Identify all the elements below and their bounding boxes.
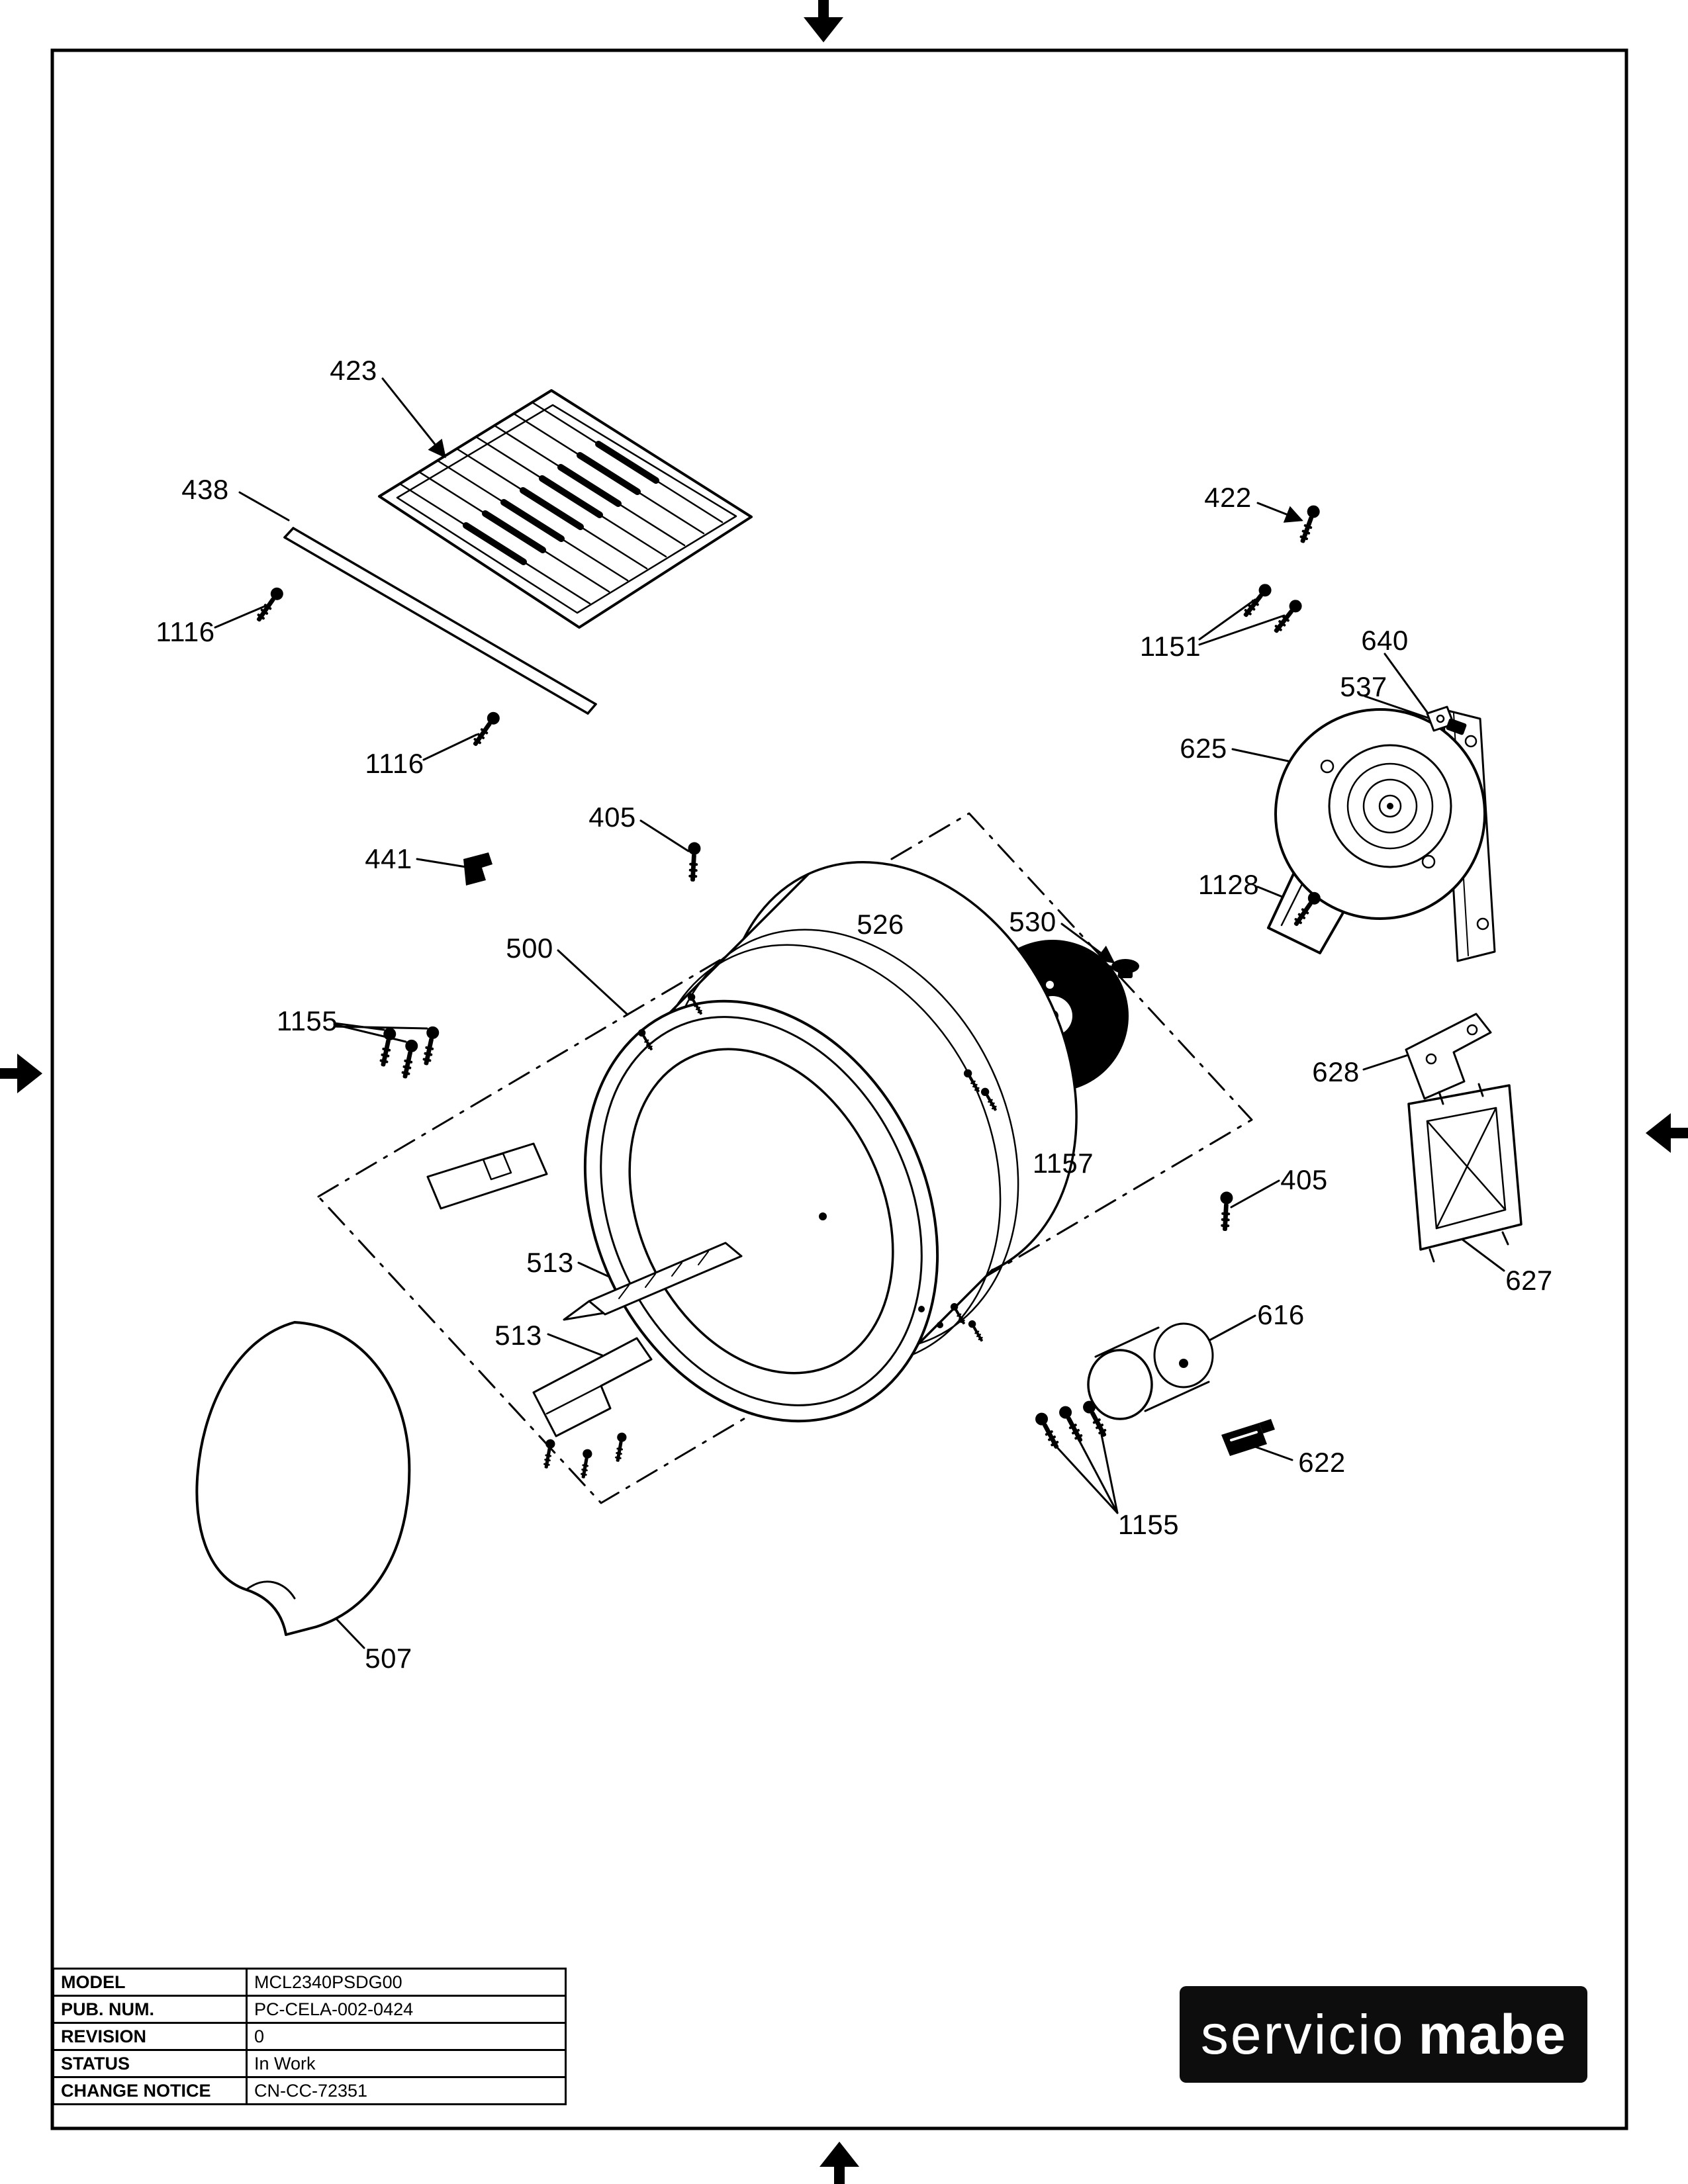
callout-622: 622	[1298, 1447, 1346, 1478]
title-block: MODEL MCL2340PSDG00 PUB. NUM. PC-CELA-00…	[52, 1968, 567, 2105]
callout-1151: 1151	[1139, 631, 1201, 662]
callout-1155-b: 1155	[1117, 1509, 1180, 1540]
front-duct-507	[195, 1321, 411, 1636]
blower-housing	[1267, 708, 1496, 962]
clip-622	[1221, 1419, 1275, 1456]
lint-screen-grid	[378, 389, 753, 629]
row-label: CHANGE NOTICE	[52, 2076, 248, 2105]
support-frame-627	[1407, 1083, 1523, 1263]
drum	[583, 861, 1078, 1423]
callout-500: 500	[506, 933, 553, 964]
row-label: REVISION	[52, 2022, 248, 2051]
callout-1128: 1128	[1197, 869, 1260, 900]
callout-1116-b: 1116	[365, 748, 424, 779]
callout-628: 628	[1312, 1056, 1360, 1087]
callout-1155-a: 1155	[276, 1005, 338, 1036]
callout-625: 625	[1180, 733, 1227, 764]
callout-405-a: 405	[588, 801, 636, 833]
callout-627: 627	[1505, 1265, 1553, 1296]
bearing-cap	[1111, 959, 1139, 978]
callout-1157: 1157	[1032, 1148, 1094, 1179]
row-value: CN-CC-72351	[246, 2076, 567, 2105]
registration-arrow-left-icon	[0, 1054, 42, 1093]
callout-640: 640	[1361, 625, 1409, 656]
row-value: 0	[246, 2022, 567, 2051]
row-value: In Work	[246, 2049, 567, 2078]
table-row-status: STATUS In Work	[52, 2049, 567, 2078]
baffle-bracket	[532, 1337, 653, 1437]
callout-423: 423	[330, 355, 377, 386]
callout-441: 441	[365, 843, 412, 874]
callout-537: 537	[1340, 671, 1387, 702]
callout-422: 422	[1204, 482, 1252, 513]
row-value: MCL2340PSDG00	[246, 1968, 567, 1997]
callout-507: 507	[365, 1643, 412, 1674]
clip-441	[463, 852, 492, 886]
servicio-mabe-logo: servicio mabe	[1180, 1986, 1587, 2083]
callout-1116-a: 1116	[156, 616, 215, 647]
bracket-628	[1405, 1013, 1492, 1100]
callout-530: 530	[1009, 906, 1056, 937]
row-label: STATUS	[52, 2049, 248, 2078]
clip-537	[1446, 718, 1467, 735]
callout-513-a: 513	[526, 1247, 574, 1278]
callout-405-b: 405	[1280, 1164, 1328, 1195]
callout-616: 616	[1257, 1299, 1305, 1330]
logo-servicio-text: servicio	[1200, 2003, 1405, 2066]
row-label: MODEL	[52, 1968, 248, 1997]
registration-arrow-right-icon	[1646, 1113, 1688, 1153]
table-row-revision: REVISION 0	[52, 2022, 567, 2051]
table-row-model: MODEL MCL2340PSDG00	[52, 1968, 567, 1997]
row-label: PUB. NUM.	[52, 1995, 248, 2024]
table-row-change-notice: CHANGE NOTICE CN-CC-72351	[52, 2076, 567, 2105]
logo-mabe-text: mabe	[1418, 2003, 1567, 2066]
row-value: PC-CELA-002-0424	[246, 1995, 567, 2024]
felt-seal	[283, 527, 597, 715]
registration-arrow-top-icon	[804, 0, 843, 42]
registration-arrow-bottom-icon	[820, 2142, 859, 2184]
callout-526: 526	[857, 909, 904, 940]
page-border	[50, 48, 1628, 2130]
title-block-table: MODEL MCL2340PSDG00 PUB. NUM. PC-CELA-00…	[52, 1968, 567, 2105]
callout-438: 438	[181, 474, 229, 505]
support-plate	[426, 1142, 548, 1210]
callout-513-b: 513	[494, 1320, 542, 1351]
motor-616	[1087, 1322, 1214, 1420]
drum-baffle	[563, 1242, 743, 1321]
table-row-pubnum: PUB. NUM. PC-CELA-002-0424	[52, 1995, 567, 2024]
